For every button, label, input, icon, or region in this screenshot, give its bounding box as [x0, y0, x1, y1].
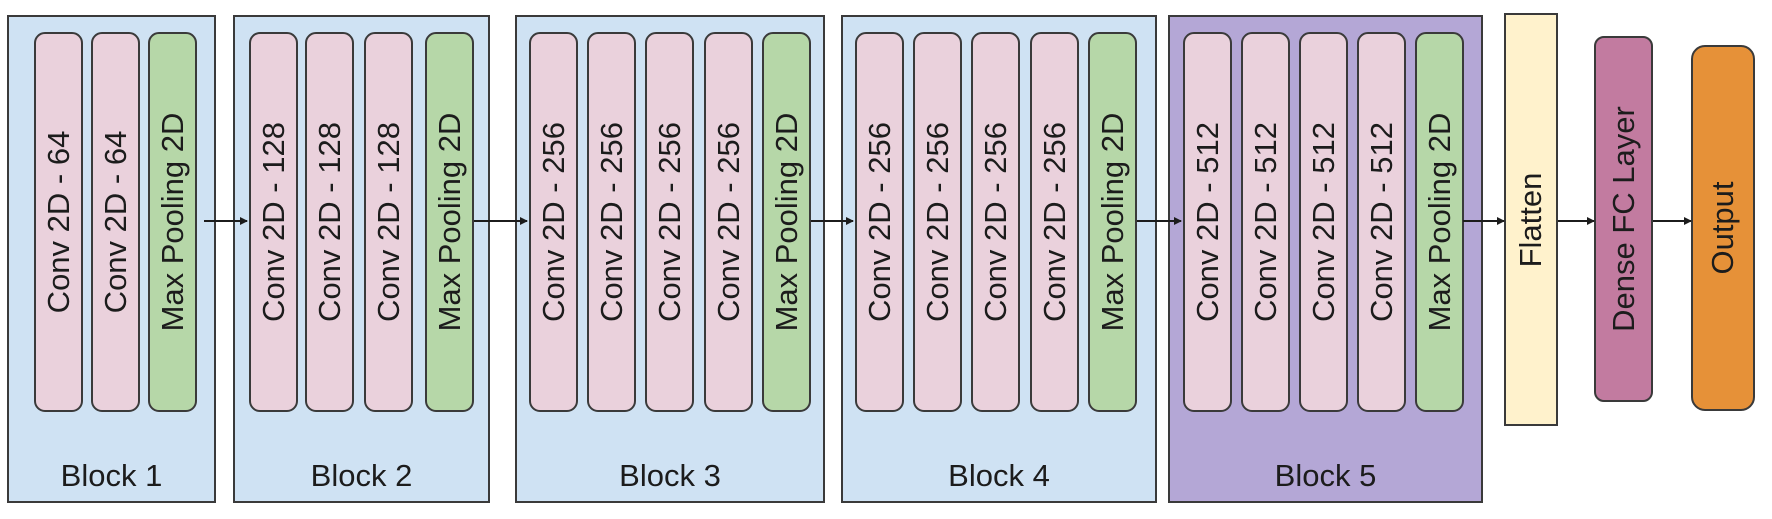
max-pooling-layer: Max Pooling 2D	[425, 32, 474, 412]
conv-layer: Conv 2D - 256	[587, 32, 636, 412]
dense-fc-layer: Dense FC Layer	[1594, 36, 1653, 402]
block-label: Block 1	[60, 458, 163, 493]
conv-layer: Conv 2D - 256	[645, 32, 694, 412]
layer-label: Max Pooling 2D	[768, 112, 804, 332]
max-pooling-layer: Max Pooling 2D	[1415, 32, 1464, 412]
conv-layer: Conv 2D - 256	[971, 32, 1020, 412]
layer-label: Conv 2D - 64	[97, 130, 133, 314]
layer-label: Conv 2D - 256	[535, 122, 571, 322]
layer-label: Conv 2D - 128	[311, 122, 347, 322]
layer-label: Max Pooling 2D	[1094, 112, 1130, 332]
block-label: Block 5	[1274, 458, 1377, 493]
block-label: Block 4	[948, 458, 1050, 493]
conv-layer: Conv 2D - 512	[1357, 32, 1406, 412]
conv-layer: Conv 2D - 512	[1241, 32, 1290, 412]
layer-label: Conv 2D - 512	[1189, 122, 1225, 322]
layer-label: Conv 2D - 64	[40, 130, 76, 314]
conv-layer: Conv 2D - 128	[305, 32, 354, 412]
block-4: Conv 2D - 256 Conv 2D - 256 Conv 2D - 25…	[841, 15, 1157, 503]
layer-label: Max Pooling 2D	[431, 112, 467, 332]
layer-label: Conv 2D - 256	[1036, 122, 1072, 322]
max-pooling-layer: Max Pooling 2D	[148, 32, 197, 412]
layer-label: Max Pooling 2D	[1421, 112, 1457, 332]
conv-layer: Conv 2D - 256	[704, 32, 753, 412]
output-layer: Output	[1691, 45, 1755, 411]
block-label: Block 2	[310, 458, 413, 493]
conv-layer: Conv 2D - 64	[91, 32, 140, 412]
conv-layer: Conv 2D - 256	[855, 32, 904, 412]
block-2: Conv 2D - 128 Conv 2D - 128 Conv 2D - 12…	[233, 15, 490, 503]
max-pooling-layer: Max Pooling 2D	[1088, 32, 1137, 412]
conv-layer: Conv 2D - 512	[1299, 32, 1348, 412]
block-3: Conv 2D - 256 Conv 2D - 256 Conv 2D - 25…	[515, 15, 825, 503]
layer-label: Conv 2D - 256	[651, 122, 687, 322]
layer-label: Max Pooling 2D	[154, 112, 190, 332]
layer-label: Conv 2D - 256	[593, 122, 629, 322]
layer-label: Conv 2D - 512	[1305, 122, 1341, 322]
max-pooling-layer: Max Pooling 2D	[762, 32, 811, 412]
conv-layer: Conv 2D - 256	[1030, 32, 1079, 412]
flatten-label: Flatten	[1513, 172, 1548, 267]
layer-label: Conv 2D - 256	[977, 122, 1013, 322]
conv-layer: Conv 2D - 128	[364, 32, 413, 412]
block-label: Block 3	[619, 458, 721, 493]
conv-layer: Conv 2D - 256	[529, 32, 578, 412]
layer-label: Conv 2D - 512	[1247, 122, 1283, 322]
block-1: Conv 2D - 64 Conv 2D - 64 Max Pooling 2D…	[7, 15, 216, 503]
block-5: Conv 2D - 512 Conv 2D - 512 Conv 2D - 51…	[1168, 15, 1483, 503]
dense-label: Dense FC Layer	[1605, 106, 1641, 332]
conv-layer: Conv 2D - 128	[249, 32, 298, 412]
conv-layer: Conv 2D - 64	[34, 32, 83, 412]
output-label: Output	[1705, 181, 1740, 275]
layer-label: Conv 2D - 256	[861, 122, 897, 322]
layer-label: Conv 2D - 128	[255, 122, 291, 322]
layer-label: Conv 2D - 256	[710, 122, 746, 322]
flatten-layer: Flatten	[1504, 13, 1558, 426]
layer-label: Conv 2D - 128	[370, 122, 406, 322]
conv-layer: Conv 2D - 512	[1183, 32, 1232, 412]
conv-layer: Conv 2D - 256	[913, 32, 962, 412]
layer-label: Conv 2D - 512	[1363, 122, 1399, 322]
layer-label: Conv 2D - 256	[919, 122, 955, 322]
